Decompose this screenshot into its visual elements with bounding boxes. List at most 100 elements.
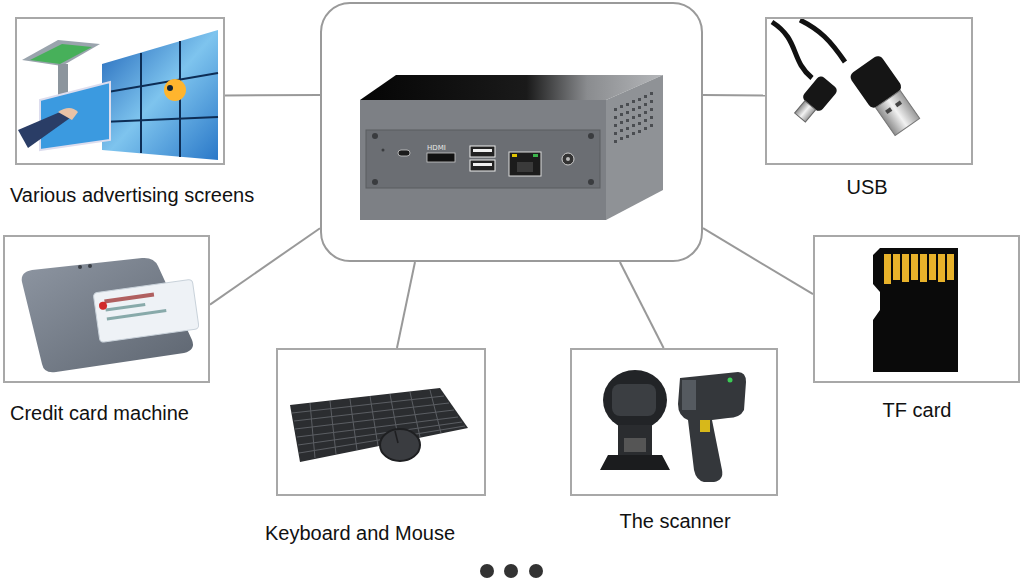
mini-pc [644,127,647,130]
mini-pc [620,129,623,132]
card-reader-picture [104,293,154,304]
caption: TF card [883,398,952,422]
advertising-screens-picture [18,30,218,160]
connector-line [620,262,664,348]
card-reader-picture [93,279,199,342]
scanner-picture [728,378,733,383]
mini-pc [632,108,635,111]
mini-pc [372,133,378,139]
keyboard-mouse-picture [290,388,468,462]
connector-line [397,262,415,348]
mini-pc [470,146,495,157]
tf-card-picture [884,254,954,284]
mini-pc [620,105,623,108]
usb-cable-picture [800,20,845,62]
keyboard-mouse-picture [290,388,468,462]
mini-pc [626,127,629,130]
mini-pc [638,130,641,133]
keyboard-mouse-picture [350,399,357,450]
advertising-screens-picture [102,30,218,160]
usb-cable-picture [791,74,839,125]
usb-cable-picture [772,20,923,138]
mini-pc [632,116,635,119]
mini-pc [372,133,594,185]
mini-pc [632,100,635,103]
mini-pc [638,98,641,101]
tf-card-picture [893,254,900,280]
mini-pc [606,75,663,220]
card-reader-picture [107,309,167,320]
advertising-screens-picture [40,82,110,150]
tf-card-picture [938,254,945,282]
advertising-screens-picture [58,108,78,120]
mini-pc [620,121,623,124]
connector-line [397,262,415,348]
advertising-screens-picture [22,40,100,66]
tf-card-picture [911,254,918,280]
scanner-picture [682,380,696,410]
mini-pc [626,135,629,138]
peripheral-box: USB [765,17,973,165]
scanner-picture [700,420,710,432]
mini-pc [626,103,629,106]
mini-pc [588,133,594,139]
peripheral-box: Various advertising screens [15,17,225,165]
mini-pc [632,132,635,135]
advertising-screens-picture [102,41,218,157]
mini-pc [632,124,635,127]
mini-pc [620,137,623,140]
keyboard-mouse-picture [410,392,420,437]
keyboard-mouse-picture [430,390,441,433]
mini-pc [533,154,538,157]
connector-line [210,228,320,304]
caption: The scanner [619,509,730,533]
advertising-screens-picture [167,85,173,91]
mini-pc [644,103,647,106]
tf-card-picture [873,248,958,372]
advertising-screens-picture [164,79,186,101]
scanner-picture [600,370,746,482]
mini-pc [360,100,606,220]
caption: Keyboard and Mouse [265,521,455,545]
card-reader-picture [22,258,199,372]
peripheral-box: Keyboard and Mouse [276,348,486,496]
scanner-picture [612,384,656,416]
scanner-picture [678,372,746,482]
ellipsis-dots [480,564,543,578]
card-reader-picture [105,303,145,312]
ellipsis-dots [504,564,518,578]
advertising-screens-picture [102,117,218,122]
mini-pc [562,153,574,165]
usb-cable-picture [795,101,816,122]
card-reader-picture [93,279,199,342]
tf-card-picture [920,254,927,282]
usb-cable-picture [772,22,812,78]
scanner-picture [624,438,646,452]
keyboard-mouse-picture [370,396,378,446]
mini-pc [644,95,647,98]
card-reader-picture [98,301,107,310]
mini-pc [650,92,653,95]
mini-pc [473,163,492,166]
keyboard-mouse-picture [310,403,315,458]
mini-pc [614,140,617,143]
usb-cable-picture [885,107,892,114]
mini-pc [509,152,541,176]
keyboard-mouse-picture [310,390,441,458]
usb-cable-picture [895,100,902,107]
keyboard-mouse-picture [330,401,336,454]
advertising-screens-picture [18,112,70,148]
card-reader-picture [78,265,82,269]
mini-pc [588,179,594,185]
connector-line [225,95,320,96]
connector-line [210,228,320,304]
mini-pc [614,132,617,135]
mini-pc [366,130,600,188]
mini-pc [614,92,653,143]
caption: Credit card machine [10,401,189,425]
device-box: HDMI [320,2,703,262]
ellipsis-dots [480,564,494,578]
mini-pc [620,113,623,116]
tf-card-picture [947,254,954,280]
